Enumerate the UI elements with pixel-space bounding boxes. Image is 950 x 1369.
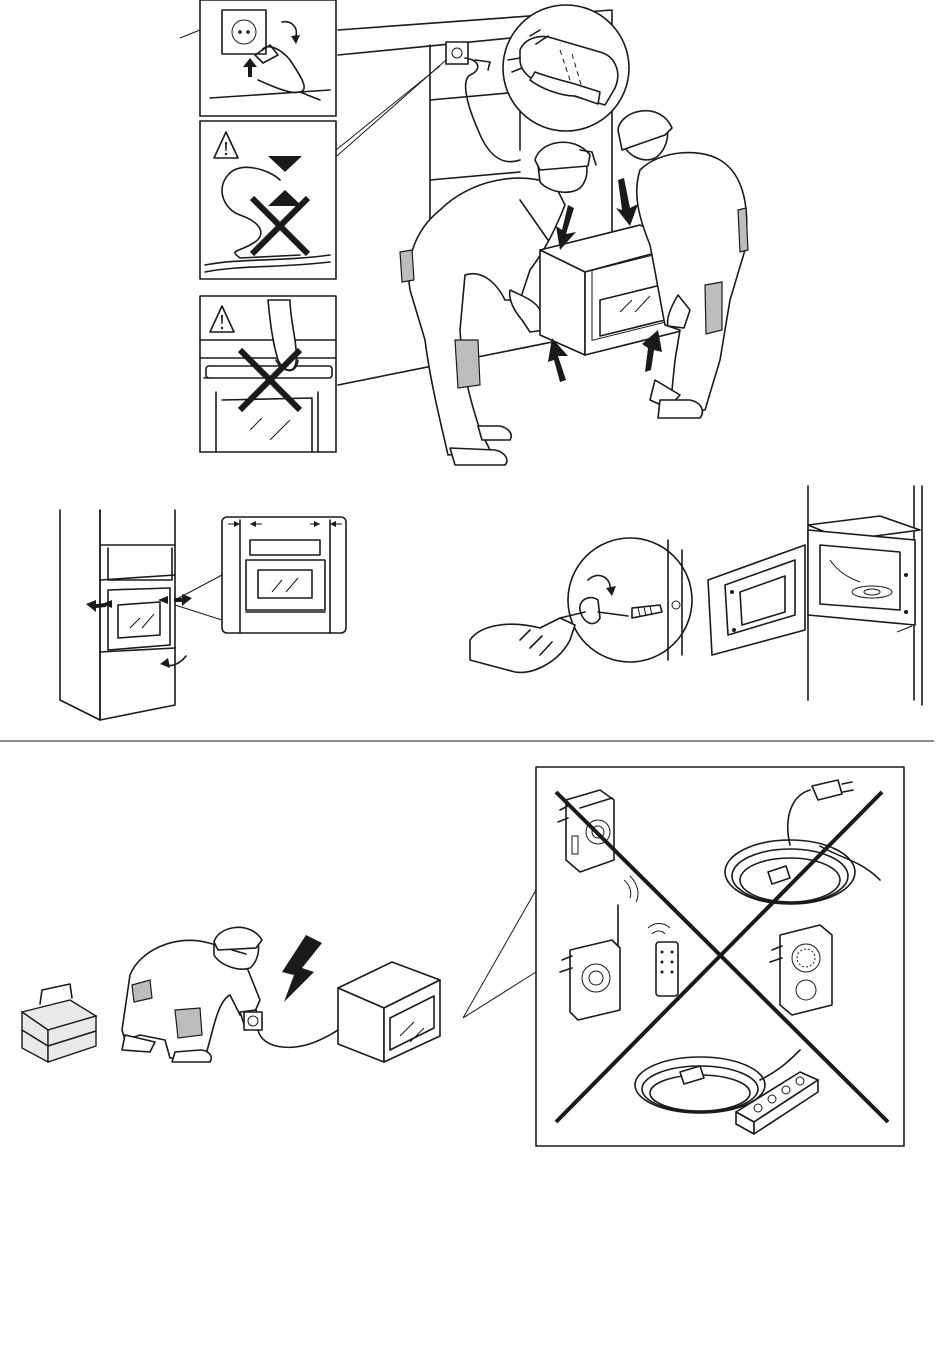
toolbox bbox=[22, 984, 96, 1062]
screw-icon bbox=[904, 610, 908, 614]
gloved-hand bbox=[470, 618, 575, 672]
hard-hat-icon bbox=[535, 142, 590, 170]
timer-socket bbox=[770, 925, 832, 1015]
section-electrical-connection bbox=[22, 767, 904, 1146]
screwdriver-fixing bbox=[470, 538, 692, 672]
wall-socket bbox=[244, 1012, 262, 1030]
curved-arrow-icon bbox=[160, 658, 170, 668]
remote-control-icon bbox=[656, 942, 678, 996]
warning-cable-pinch bbox=[200, 121, 336, 279]
gap-detail bbox=[175, 517, 346, 633]
down-arrow-icon bbox=[616, 178, 638, 226]
warning-door-handle bbox=[200, 296, 336, 452]
section-lifting-oven bbox=[180, 0, 748, 465]
installer-plugging-in bbox=[122, 927, 262, 1062]
hard-hat-icon bbox=[214, 927, 262, 950]
power-cable bbox=[258, 1025, 345, 1047]
socket-icon bbox=[222, 10, 266, 54]
wall-socket bbox=[446, 42, 468, 64]
socket-and-plug-detail bbox=[200, 0, 336, 116]
oven-open-door-screws bbox=[708, 486, 922, 705]
cabinet-gap-alignment bbox=[60, 510, 192, 720]
oven-unit bbox=[338, 962, 440, 1062]
lightning-icon bbox=[282, 935, 322, 1002]
section-alignment-and-fixing bbox=[60, 486, 922, 720]
prohibited-adapters-panel bbox=[536, 767, 904, 1146]
left-arrow-icon bbox=[86, 600, 106, 612]
screw-icon bbox=[904, 573, 908, 577]
gloves-detail bbox=[503, 5, 629, 131]
